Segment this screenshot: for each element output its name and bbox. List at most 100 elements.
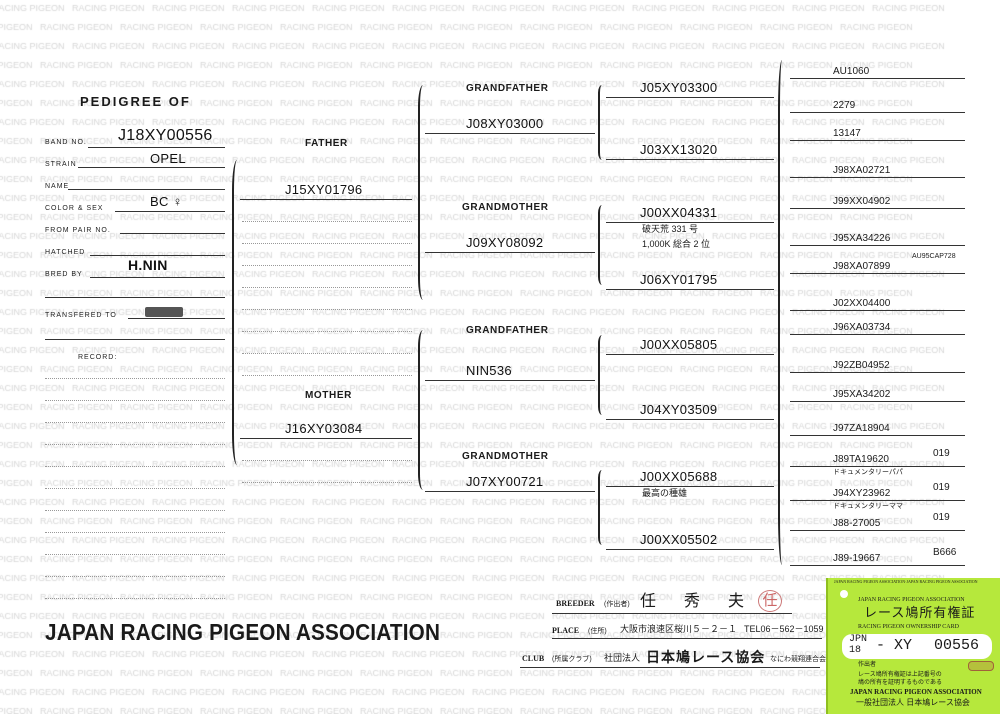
- ancestor-note: ドキュメンタリーママ: [833, 503, 903, 510]
- line: [606, 222, 774, 223]
- ancestor-band: J99XX04902: [833, 196, 891, 207]
- dotted-line: [242, 287, 412, 288]
- record-line: [45, 532, 225, 533]
- line: [606, 486, 774, 487]
- record-line: [45, 510, 225, 511]
- brace: [598, 335, 606, 415]
- club-label: CLUB: [522, 654, 545, 663]
- pedigree-note: 破天荒 331 号: [642, 224, 699, 234]
- ancestor-band: J98XA02721: [833, 165, 891, 176]
- line: [606, 419, 774, 420]
- ancestor-extra: AU95CAP728: [912, 253, 956, 260]
- line: [790, 435, 965, 436]
- association-name: JAPAN RACING PIGEON ASSOCIATION: [45, 619, 441, 645]
- ancestor-band: J98XA07899: [833, 261, 891, 272]
- ancestor-band: J95XA34202: [833, 389, 891, 400]
- color-sex-value: BC ♀: [150, 194, 183, 209]
- card-assoc-bottom: JAPAN RACING PIGEON ASSOCIATION: [850, 688, 982, 696]
- line: [790, 565, 965, 566]
- record-label: RECORD:: [78, 354, 118, 361]
- color-sex-label: COLOR & SEX: [45, 205, 104, 212]
- card-border-text: JAPAN RACING PIGEON ASSOCIATION·JAPAN RA…: [834, 579, 978, 584]
- strain-value: OPEL: [150, 151, 186, 166]
- ancestor-band: J89-19667: [833, 553, 881, 564]
- ancestor-extra: B666: [933, 547, 957, 558]
- ancestor-note: ドキュメンタリーパパ: [833, 469, 903, 476]
- record-line: [45, 576, 225, 577]
- line: [790, 372, 965, 373]
- line: [790, 273, 965, 274]
- grandparent-label: GRANDFATHER: [466, 325, 549, 336]
- breeder-seal: 任: [758, 590, 782, 612]
- grandparent-label: GRANDFATHER: [466, 83, 549, 94]
- great-grandparent-band: J05XY03300: [640, 80, 718, 95]
- place-tel: TEL06－562－1059: [744, 624, 824, 634]
- line: [790, 78, 965, 79]
- grandparent-band: J09XY08092: [466, 235, 544, 250]
- line: [606, 354, 774, 355]
- great-grandparent-band: J03XX13020: [640, 142, 718, 157]
- grandparent-label: GRANDMOTHER: [462, 451, 549, 462]
- club-name: 日本鳩レース協会: [646, 649, 766, 665]
- dotted-line: [242, 309, 412, 310]
- ancestor-extra: 019: [933, 482, 950, 493]
- great-grandparent-band: J00XX05805: [640, 337, 718, 352]
- ancestor-band: J02XX04400: [833, 298, 891, 309]
- line: [790, 310, 965, 311]
- card-text: レース鳩所有権証は上記番号の: [858, 672, 942, 678]
- card-year: 18: [849, 645, 862, 656]
- brace: [418, 330, 428, 490]
- grandparent-band: J07XY00721: [466, 474, 544, 489]
- bred-by-label: BRED BY: [45, 271, 83, 278]
- record-line: [45, 466, 225, 467]
- bred-by-value: H.NIN: [128, 257, 168, 273]
- redacted-box: [145, 307, 183, 317]
- dotted-line: [242, 265, 412, 266]
- line: [790, 401, 965, 402]
- card-series: - XY: [876, 637, 913, 654]
- record-line: [45, 598, 225, 599]
- line: [790, 530, 965, 531]
- place-label-jp: (住所): [588, 628, 607, 635]
- record-line: [45, 422, 225, 423]
- grandparent-band: J08XY03000: [466, 116, 544, 131]
- line: [425, 380, 595, 381]
- ancestor-band: 13147: [833, 128, 861, 139]
- record-line: [45, 444, 225, 445]
- great-grandparent-band: J00XX05502: [640, 532, 718, 547]
- record-line: [45, 400, 225, 401]
- line: [790, 245, 965, 246]
- strain-label: STRAIN: [45, 161, 77, 168]
- club-suffix: なにわ競翔連合会: [770, 656, 826, 663]
- dotted-line: [242, 243, 412, 244]
- club-prefix: 社団法人: [604, 653, 641, 663]
- ancestor-extra: 019: [933, 448, 950, 459]
- card-seal: [968, 661, 994, 671]
- grandparent-label: GRANDMOTHER: [462, 202, 549, 213]
- line: [425, 133, 595, 134]
- line: [790, 466, 965, 467]
- card-country: JPN: [849, 634, 868, 645]
- ownership-card: JAPAN RACING PIGEON ASSOCIATION·JAPAN RA…: [826, 578, 1000, 714]
- dotted-line: [242, 353, 412, 354]
- ancestor-extra: 019: [933, 512, 950, 523]
- ancestor-band: J97ZA18904: [833, 423, 890, 434]
- ancestor-band: J92ZB04952: [833, 360, 890, 371]
- mother-band: J16XY03084: [285, 421, 363, 436]
- line: [790, 334, 965, 335]
- brace: [598, 85, 606, 160]
- breeder-name: 任 秀 夫: [640, 593, 751, 610]
- record-line: [45, 378, 225, 379]
- record-line: [45, 554, 225, 555]
- brace: [598, 205, 606, 285]
- great-grandparent-band: J04XY03509: [640, 402, 718, 417]
- line: [790, 140, 965, 141]
- card-text: 鳩の所有を証明するものである: [858, 680, 942, 686]
- dotted-line: [242, 460, 412, 461]
- father-label: FATHER: [305, 138, 348, 149]
- record-line: [45, 488, 225, 489]
- ancestor-band: J89TA19620: [833, 454, 889, 465]
- card-band-box: JPN 18 - XY 00556: [842, 634, 992, 659]
- card-punch-hole: [840, 590, 848, 598]
- pedigree-title: PEDIGREE OF: [80, 94, 191, 109]
